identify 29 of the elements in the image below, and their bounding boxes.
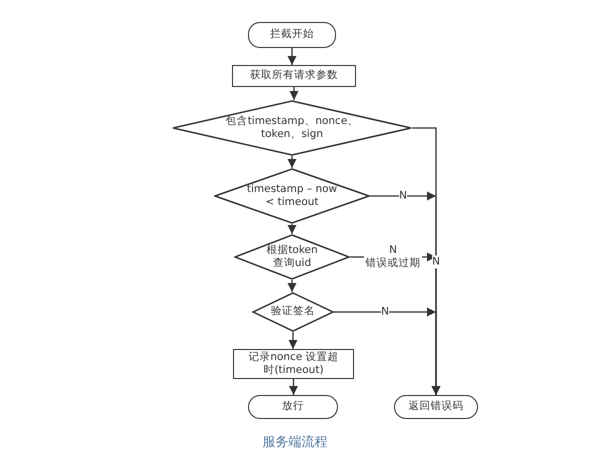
node-text: 拦截开始: [270, 28, 314, 42]
node-text: 放行: [282, 400, 304, 414]
arrow: [288, 48, 296, 65]
node-text: 根据token 查询uid: [265, 244, 319, 270]
node-text: timestamp – now < timeout: [246, 182, 338, 210]
edge-label: N 错误或过期: [364, 244, 422, 270]
decision-diamond: [214, 168, 370, 224]
caption: 服务端流程: [262, 434, 328, 451]
process-box: [233, 349, 354, 379]
decision-diamond: [172, 100, 412, 156]
decision-diamond: [234, 234, 350, 280]
arrow: [288, 224, 296, 234]
node-text: 返回错误码: [408, 400, 464, 414]
arrow: [289, 379, 298, 395]
edge-label: N: [432, 254, 440, 268]
arrow: [288, 280, 296, 292]
decision-diamond: [252, 292, 334, 332]
terminal-box: [394, 395, 478, 419]
arrow: [290, 87, 298, 100]
terminal-box: [248, 22, 336, 48]
arrow: [288, 156, 296, 168]
node-text: 获取所有请求参数: [250, 69, 338, 83]
node-text: 验证签名: [270, 305, 316, 319]
arrow: [288, 332, 298, 349]
node-text: 记录nonce 设置超时(timeout): [247, 350, 340, 378]
process-box: [232, 65, 356, 87]
terminal-box: [248, 395, 338, 419]
node-text: 包含timestamp、nonce、token、sign: [224, 114, 360, 142]
arrow: [334, 308, 440, 395]
